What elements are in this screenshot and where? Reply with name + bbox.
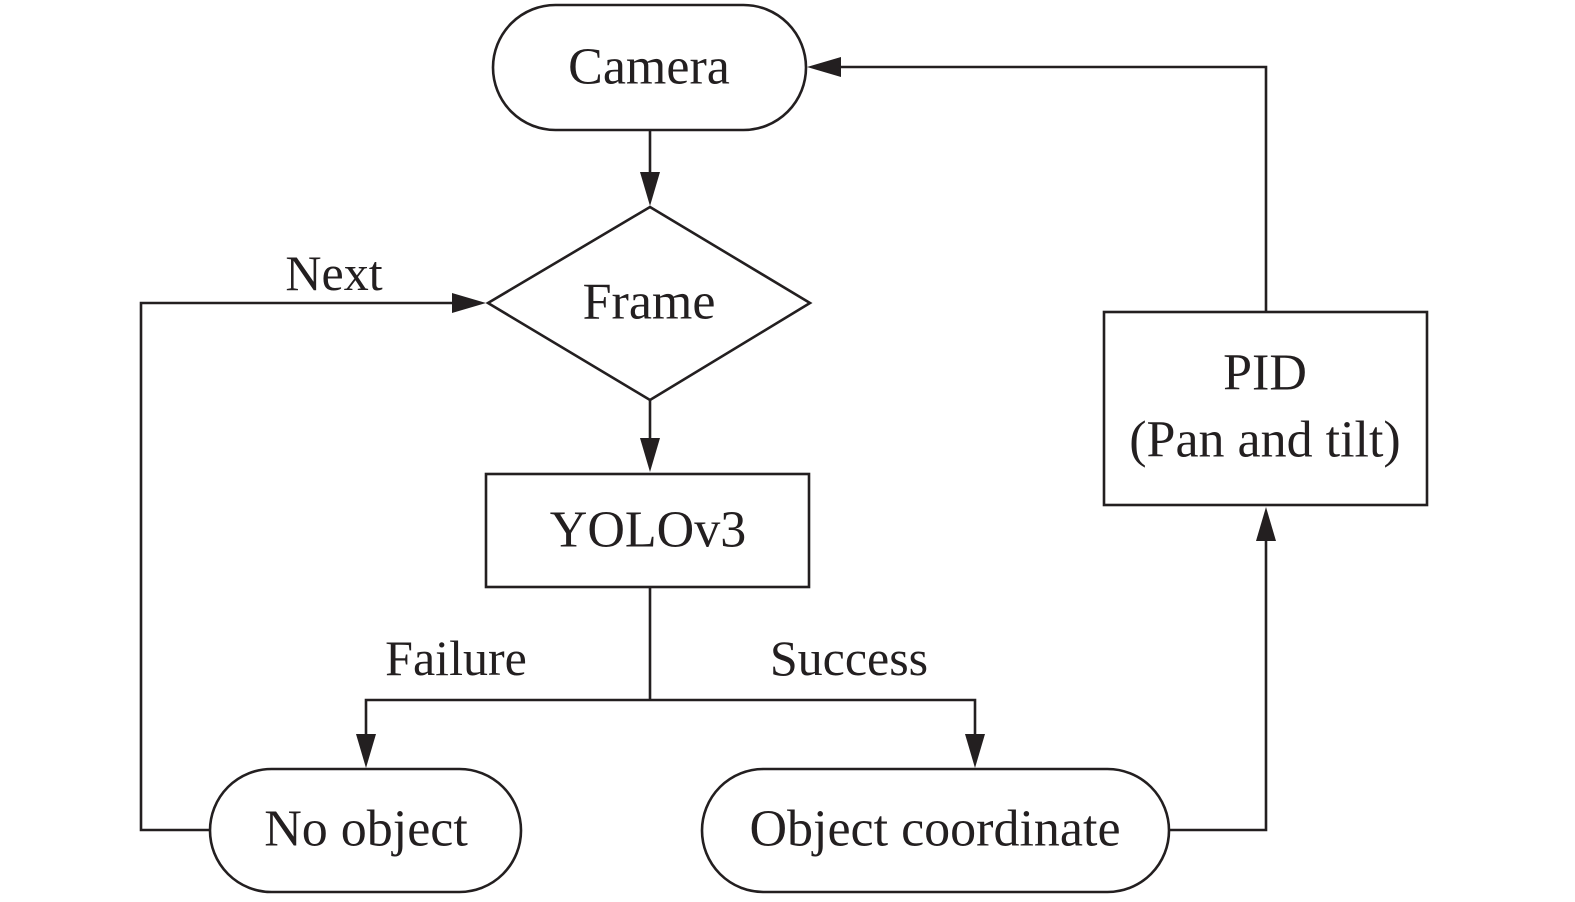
object-coordinate-label: Object coordinate xyxy=(749,801,1120,858)
yolo-node xyxy=(484,472,811,589)
pid-node xyxy=(1102,310,1429,507)
object-coordinate-node xyxy=(700,767,1171,894)
no-object-node xyxy=(208,767,523,894)
frame-label: Frame xyxy=(583,274,716,331)
edge-pid-to-camera xyxy=(839,65,1268,312)
pid-label-line1: PID xyxy=(1223,345,1307,402)
arrow-object-to-pid xyxy=(1256,507,1276,541)
pid-label-line2: (Pan and tilt) xyxy=(1129,412,1401,469)
arrow-to-no-object xyxy=(356,734,376,768)
arrow-frame-to-yolo xyxy=(640,438,660,472)
arrow-pid-to-camera xyxy=(807,57,841,77)
arrow-next-to-frame xyxy=(452,293,486,313)
arrow-camera-to-frame xyxy=(640,172,660,206)
success-edge-label: Success xyxy=(770,630,928,686)
camera-label: Camera xyxy=(568,39,730,96)
yolo-label: YOLOv3 xyxy=(550,502,746,559)
arrow-to-object-coordinate xyxy=(965,734,985,768)
camera-node xyxy=(491,3,808,132)
frame-decision-node xyxy=(485,205,813,402)
edge-next-loop xyxy=(139,301,456,832)
failure-edge-label: Failure xyxy=(385,630,527,686)
next-edge-label: Next xyxy=(285,245,382,301)
no-object-label: No object xyxy=(264,801,468,858)
edge-object-to-pid xyxy=(1169,540,1268,832)
edge-split-horizontal xyxy=(364,698,977,738)
